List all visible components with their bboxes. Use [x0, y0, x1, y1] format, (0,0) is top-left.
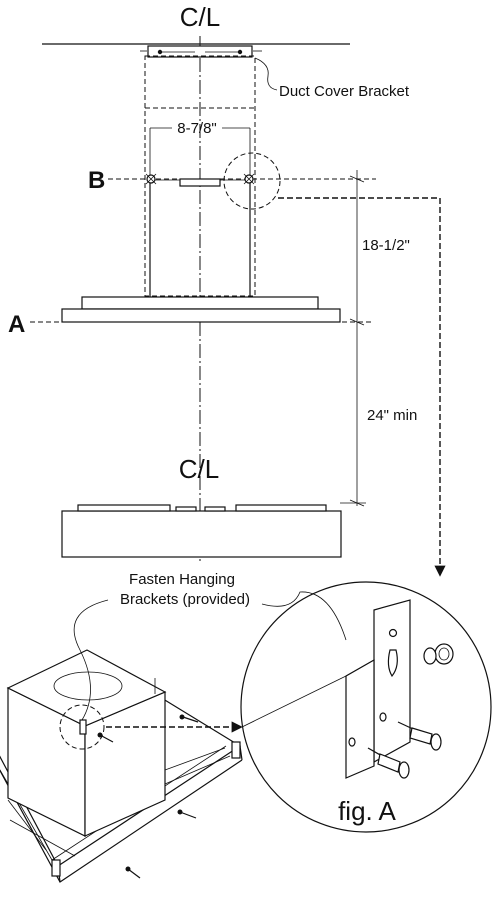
- width-dimension: [149, 127, 251, 176]
- iso-screw-4: [125, 866, 141, 879]
- detail-circle-iso: [59, 704, 105, 750]
- duct-cover-bracket: [140, 45, 262, 58]
- vertical-dimension: [340, 170, 366, 507]
- fasten-label-line2: Brackets (provided): [120, 591, 250, 608]
- fig-a-circle: [240, 581, 492, 833]
- chimney-body: [149, 178, 251, 298]
- iso-screw-1: [179, 714, 199, 723]
- width-dimension-label: 8-7/8": [177, 120, 217, 137]
- height-dimension-label: 18-1/2": [362, 237, 410, 254]
- mounting-screw-left: [145, 173, 157, 185]
- fig-a-screw-middle: [397, 721, 442, 751]
- point-a-label: A: [8, 311, 25, 338]
- detail-circle-small: [223, 152, 281, 210]
- detail-connector-arrow: [278, 197, 446, 577]
- duct-cover-outline: [144, 55, 256, 297]
- fig-a-bracket: [241, 599, 411, 779]
- fig-a-screw-top: [423, 643, 454, 665]
- duct-cover-bracket-leader: [254, 57, 278, 91]
- clearance-dimension-label: 24" min: [367, 407, 417, 424]
- fasten-label-line1: Fasten Hanging: [129, 571, 235, 588]
- fig-a-leader: [261, 591, 347, 641]
- fig-a-screw-lower: [367, 747, 410, 779]
- point-b-label: B: [88, 167, 105, 194]
- fasten-leader: [73, 599, 109, 721]
- figure-a-label: fig. A: [338, 796, 396, 826]
- isometric-hood: [0, 649, 243, 883]
- hood-canopy: [61, 296, 341, 323]
- centerline-label-top: C/L: [180, 2, 220, 32]
- iso-screw-3: [177, 809, 197, 819]
- centerline-label-mid: C/L: [179, 454, 219, 484]
- mounting-screw-right: [243, 173, 255, 185]
- cooktop: [61, 504, 342, 558]
- duct-cover-bracket-label: Duct Cover Bracket: [279, 83, 410, 100]
